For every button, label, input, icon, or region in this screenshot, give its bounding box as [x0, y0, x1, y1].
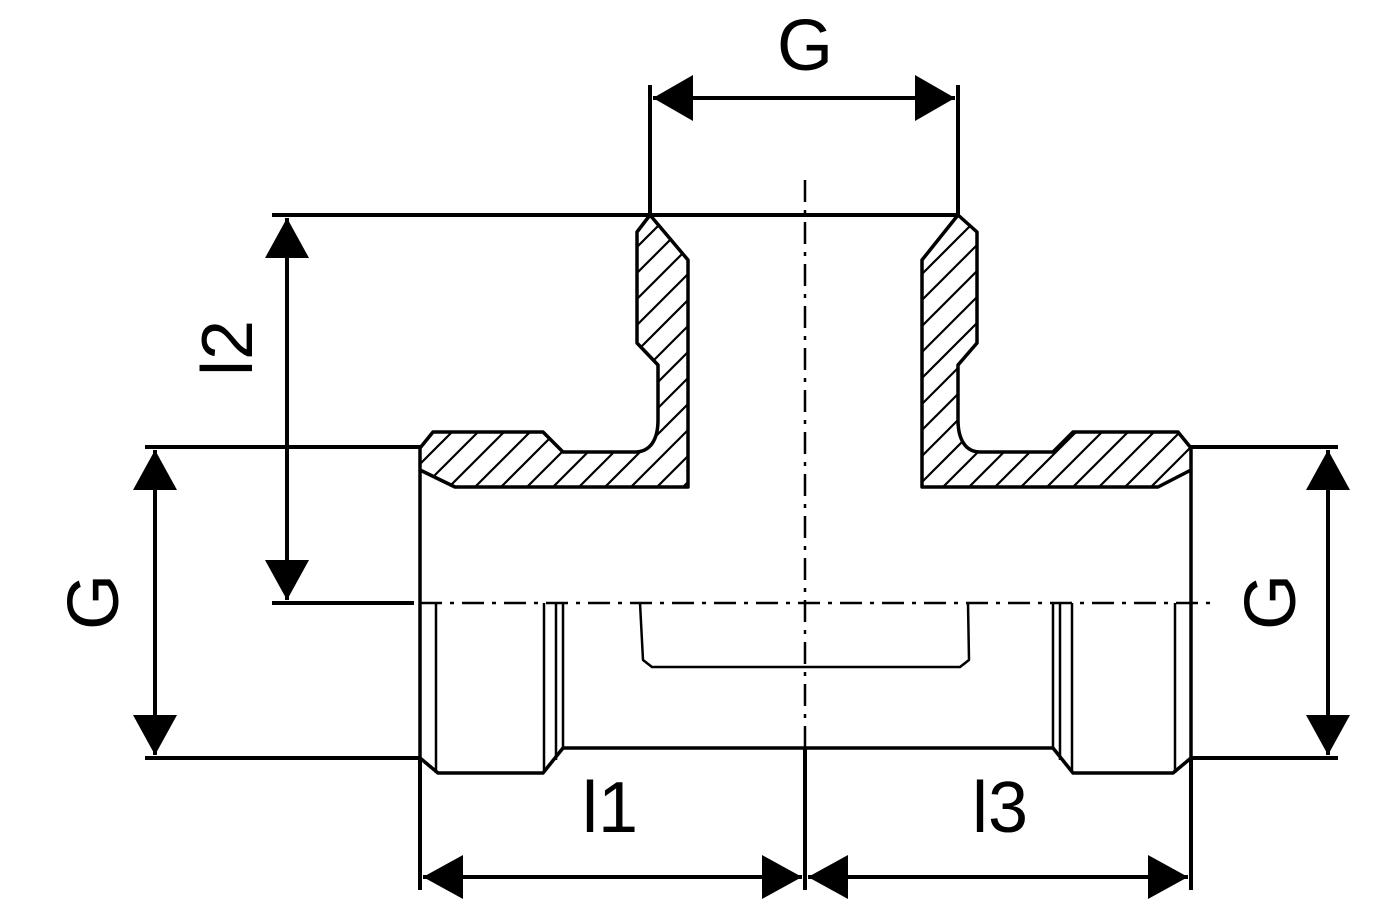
- arrow-head: [1306, 450, 1350, 490]
- center-lines: [420, 180, 1210, 748]
- right-wall-section: [920, 213, 1193, 489]
- arrow-head: [265, 218, 309, 258]
- hatched-section: [418, 213, 1193, 489]
- label-l3: l3: [972, 768, 1028, 848]
- label-l2: l2: [188, 320, 268, 376]
- label-top-g: G: [777, 6, 833, 86]
- bottom-outline: [418, 746, 1193, 775]
- arrow-head: [133, 715, 177, 755]
- dim-left-g: [133, 445, 420, 760]
- arrow-head: [653, 75, 693, 121]
- label-l1: l1: [582, 768, 638, 848]
- arrow-head: [762, 855, 802, 899]
- left-wall-section: [418, 213, 690, 489]
- arrow-head: [915, 75, 955, 121]
- body-outline: [418, 470, 1193, 775]
- arrow-head: [1306, 715, 1350, 755]
- dim-right-g: [1191, 445, 1350, 760]
- arrow-head: [1148, 855, 1188, 899]
- branch-bore-outline: [638, 602, 971, 669]
- dim-l2: [265, 218, 414, 605]
- arrow-head: [265, 560, 309, 600]
- label-left-g: G: [54, 574, 134, 630]
- label-right-g: G: [1231, 574, 1311, 630]
- dim-top-g: [272, 75, 960, 217]
- arrow-head: [423, 855, 463, 899]
- dim-l1-l3: [418, 748, 1193, 899]
- arrow-head: [133, 450, 177, 490]
- arrow-head: [808, 855, 848, 899]
